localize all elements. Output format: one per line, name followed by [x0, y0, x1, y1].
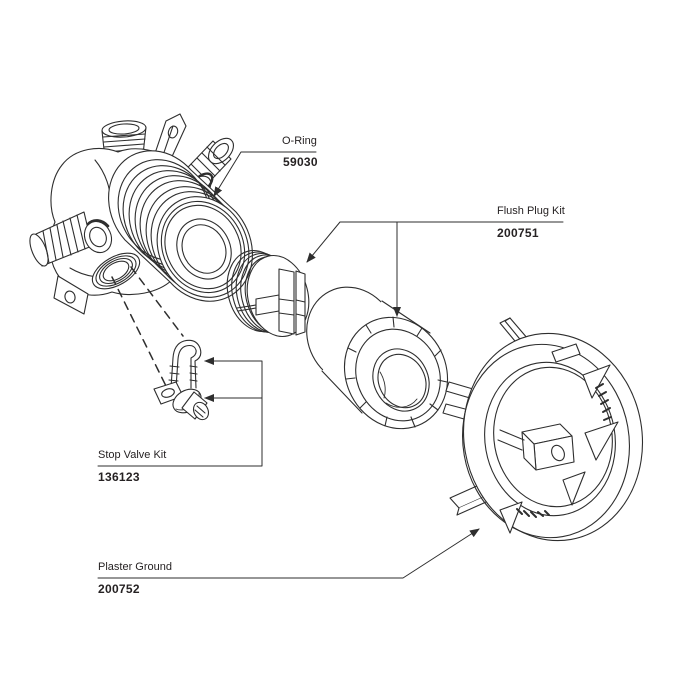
stop-valve-kit-leader — [97, 357, 263, 467]
o-ring-leader — [213, 151, 317, 197]
flush-plug-kit-leader — [306, 221, 564, 263]
valve-body-drawing — [29, 113, 253, 315]
stop-valve-drawing — [153, 381, 210, 421]
plaster-ground-drawing — [442, 317, 644, 542]
callout-stop-valve-kit-name: Stop Valve Kit — [98, 449, 167, 461]
callout-plaster-ground-number: 200752 — [98, 582, 140, 596]
plaster-ground-leader — [97, 528, 480, 579]
flush-plug-drawing — [226, 250, 310, 337]
callout-o-ring-number: 59030 — [283, 155, 318, 169]
dashed-alignment-lines — [111, 266, 184, 387]
o-ring-groove — [156, 196, 250, 298]
callout-o-ring-name: O-Ring — [282, 135, 317, 147]
callout-plaster-ground-name: Plaster Ground — [98, 561, 172, 573]
callout-flush-plug-kit-name: Flush Plug Kit — [497, 205, 565, 217]
leader-lines — [97, 151, 564, 579]
retaining-nut-drawing — [306, 286, 449, 430]
callout-flush-plug-kit-number: 200751 — [497, 226, 539, 240]
callout-stop-valve-kit-number: 136123 — [98, 470, 140, 484]
retainer-clip-drawing — [168, 339, 202, 389]
